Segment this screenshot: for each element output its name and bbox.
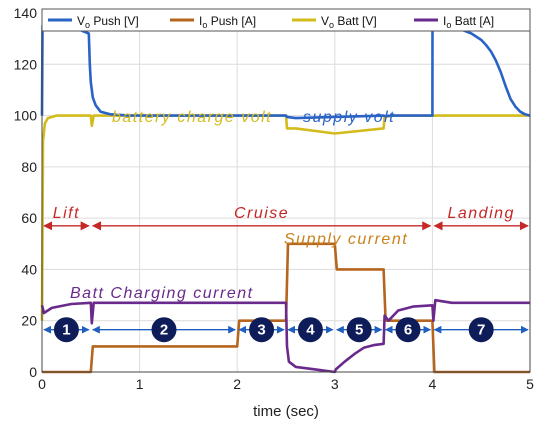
legend-entry-2: Io Push [A] <box>199 14 256 30</box>
x-tick-label: 4 <box>429 376 437 392</box>
y-tick-label: 60 <box>21 210 37 226</box>
battery-charge-volt-annotation: battery charge volt <box>112 109 272 126</box>
supply-volt-annotation: supply volt <box>303 109 395 126</box>
segment-number-3: 3 <box>257 322 265 339</box>
legend: Vo Push [V] Io Push [A] Vo Batt [V] Io Batt… <box>41 8 531 32</box>
segment-number-2: 2 <box>160 322 168 339</box>
series-line-0 <box>40 21 531 120</box>
segment-number-5: 5 <box>355 322 363 339</box>
x-tick-label: 1 <box>136 376 144 392</box>
x-tick-label: 5 <box>526 376 534 392</box>
phase-label-1: Lift <box>53 205 80 222</box>
series-group <box>40 21 531 374</box>
segment-badge-1 <box>53 317 79 343</box>
phase-label-3: Landing <box>447 205 514 222</box>
x-tick-label: 3 <box>331 376 339 392</box>
segment-badge-6 <box>395 317 421 343</box>
x-tick-label: 2 <box>233 376 241 392</box>
y-tick-label: 140 <box>14 5 38 21</box>
segment-badge-7 <box>468 317 494 343</box>
series-line-1 <box>41 242 530 374</box>
tick-labels: 0 1 2 3 4 5 0 20 40 60 80 100 120 140 <box>14 5 534 392</box>
phase-label-2: Cruise <box>234 205 289 222</box>
segment-number-1: 1 <box>62 322 70 339</box>
legend-entry-3: Vo Batt [V] <box>321 14 377 30</box>
segment-arrows: 1 2 3 4 5 6 7 <box>43 317 529 343</box>
segment-number-6: 6 <box>404 322 412 339</box>
segment-number-4: 4 <box>306 322 315 339</box>
y-tick-label: 40 <box>21 261 37 277</box>
legend-entry-4: Io Batt [A] <box>443 14 494 30</box>
batt-charging-current-annotation: Batt Charging current <box>70 285 254 302</box>
phase-arrows: Lift Cruise Landing <box>43 205 529 231</box>
y-tick-label: 20 <box>21 313 37 329</box>
segment-badge-4 <box>297 317 323 343</box>
x-axis-label: time (sec) <box>253 403 319 420</box>
series-line-3 <box>40 298 530 374</box>
legend-box <box>41 8 531 32</box>
x-tick-label: 0 <box>38 376 46 392</box>
segment-badge-3 <box>249 317 275 343</box>
y-tick-label: 100 <box>14 108 38 124</box>
legend-entry-1: Vo Push [V] <box>77 14 139 30</box>
y-tick-label: 80 <box>21 159 37 175</box>
segment-badge-5 <box>346 317 372 343</box>
y-tick-label: 120 <box>14 56 38 72</box>
supply-current-annotation: Supply current <box>284 231 408 248</box>
y-tick-label: 0 <box>29 364 37 380</box>
segment-badge-2 <box>151 317 177 343</box>
segment-number-7: 7 <box>477 322 485 339</box>
